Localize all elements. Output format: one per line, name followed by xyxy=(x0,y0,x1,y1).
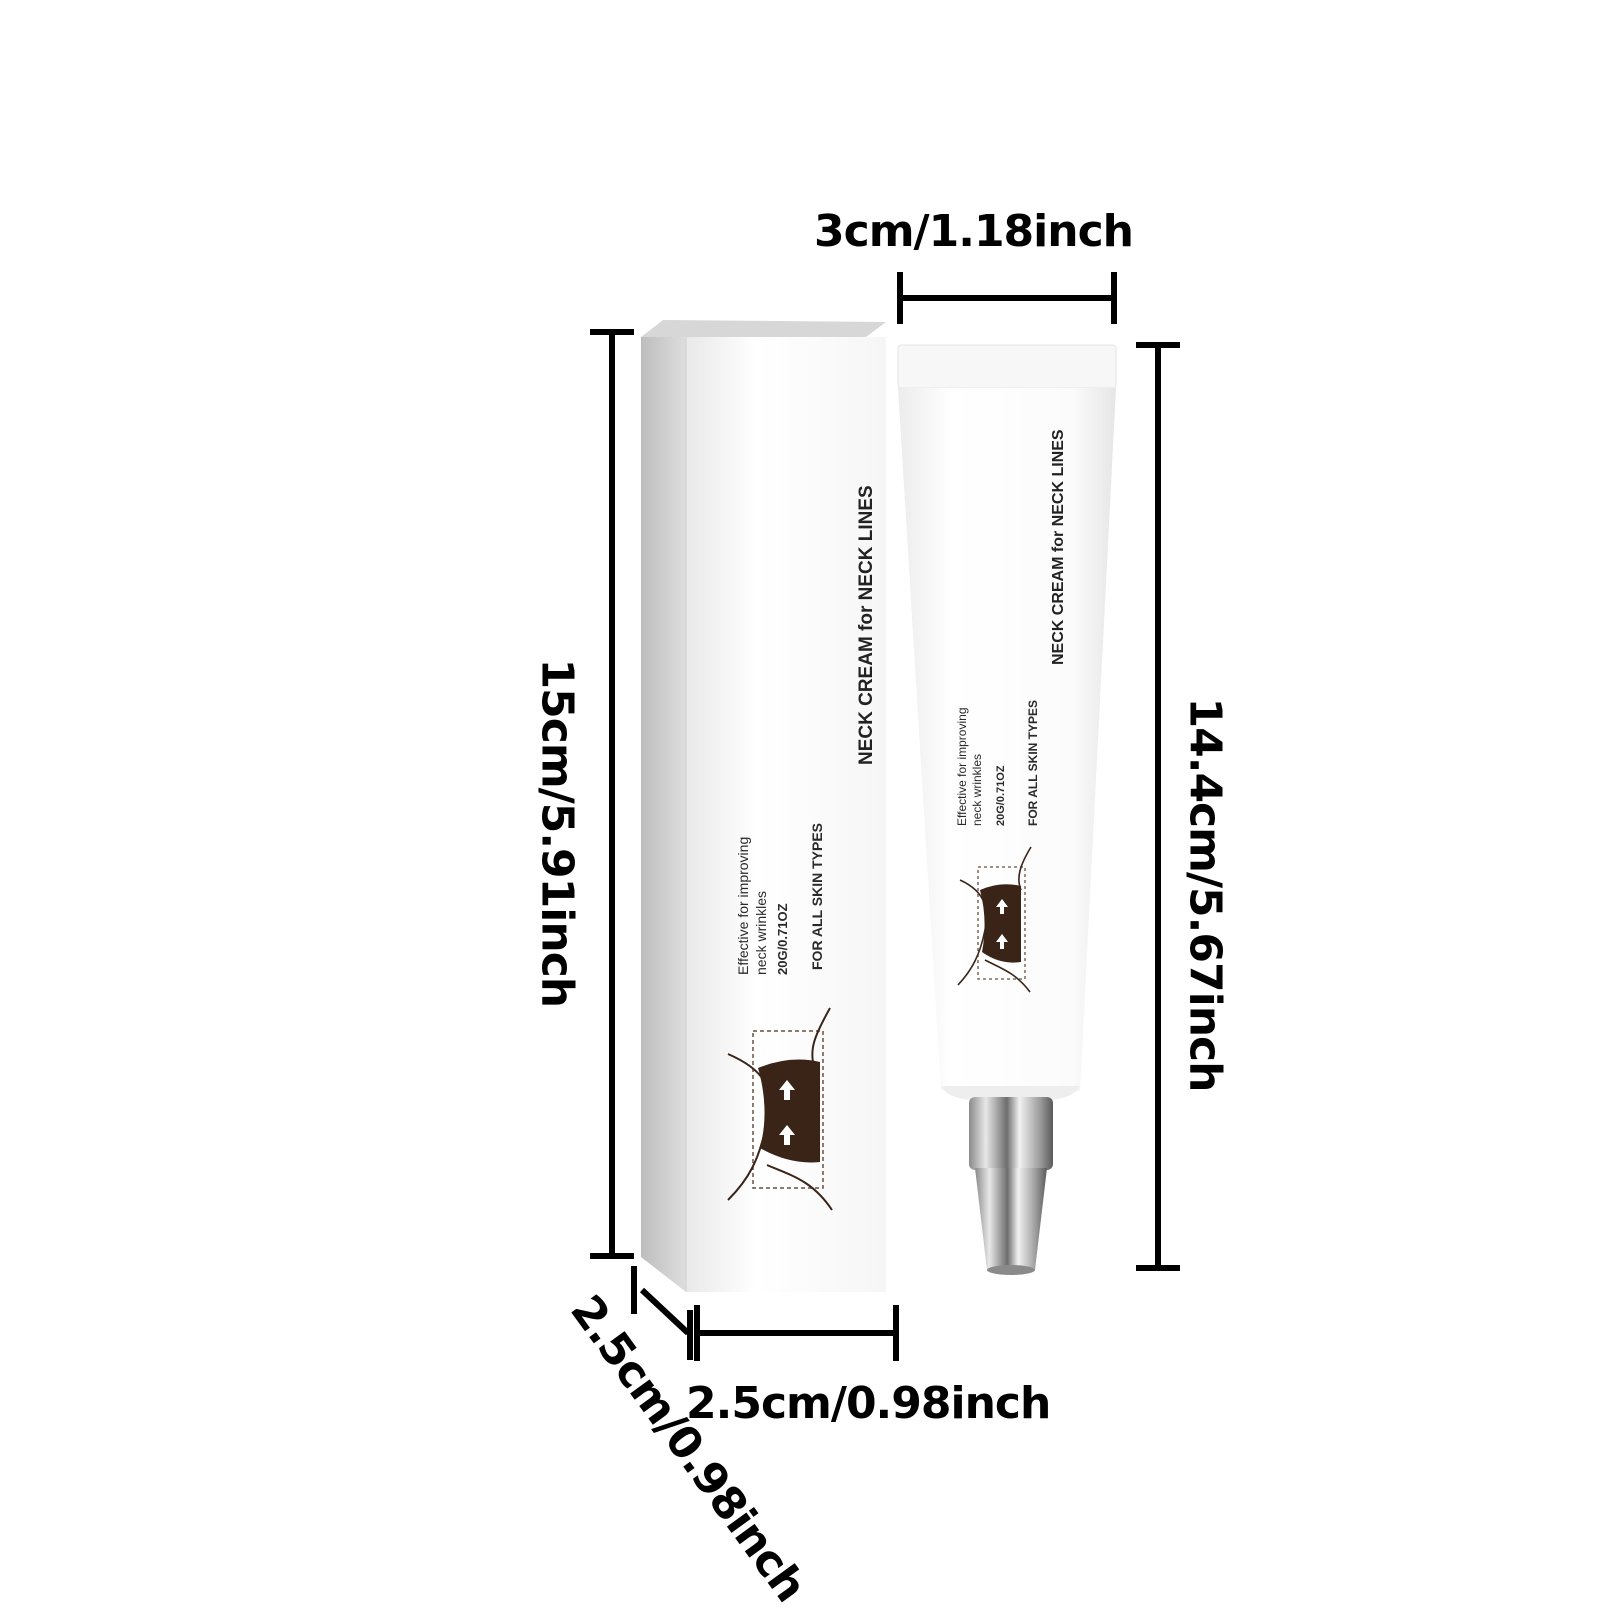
box-skin-types: FOR ALL SKIN TYPES xyxy=(809,822,825,970)
box-top-face xyxy=(641,320,886,337)
neck-lift-icon xyxy=(727,1007,833,1211)
neck-lift-icon-tube xyxy=(957,846,1032,993)
tube-width-measure-line xyxy=(897,272,1117,324)
box-height-label: 15cm/5.91inch xyxy=(531,658,583,1008)
box-side-face xyxy=(641,337,686,1292)
product-box xyxy=(641,320,886,1292)
tube-claim-line1: Effective for improving xyxy=(955,707,969,827)
tube-crimp xyxy=(897,344,1117,389)
tube-weight: 20G/0.71OZ xyxy=(995,765,1007,826)
box-claim-line1: Effective for improving xyxy=(735,836,751,975)
product-tube xyxy=(897,344,1117,1275)
tube-height-label: 14.4cm/5.67inch xyxy=(1179,697,1231,1092)
tube-width-label: 3cm/1.18inch xyxy=(814,206,1134,257)
box-height-measure-line xyxy=(590,329,634,1259)
box-product-name: NECK CREAM for NECK LINES xyxy=(856,485,877,765)
tube-product-name: NECK CREAM for NECK LINES xyxy=(1050,429,1067,665)
box-depth-measure-line xyxy=(631,1266,693,1360)
tube-body xyxy=(898,388,1116,1091)
tube-claim-line2: neck wrinkles xyxy=(970,753,984,826)
tube-nozzle xyxy=(969,1097,1053,1170)
box-width-label: 2.5cm/0.98inch xyxy=(686,1378,1051,1429)
tube-height-measure-line xyxy=(1136,342,1180,1271)
box-weight: 20G/0.71OZ xyxy=(775,903,790,975)
tube-skin-types: FOR ALL SKIN TYPES xyxy=(1026,699,1040,826)
box-claim-line2: neck wrinkles xyxy=(753,890,769,975)
measurement-lines xyxy=(590,272,1180,1361)
box-width-measure-line xyxy=(694,1305,899,1361)
